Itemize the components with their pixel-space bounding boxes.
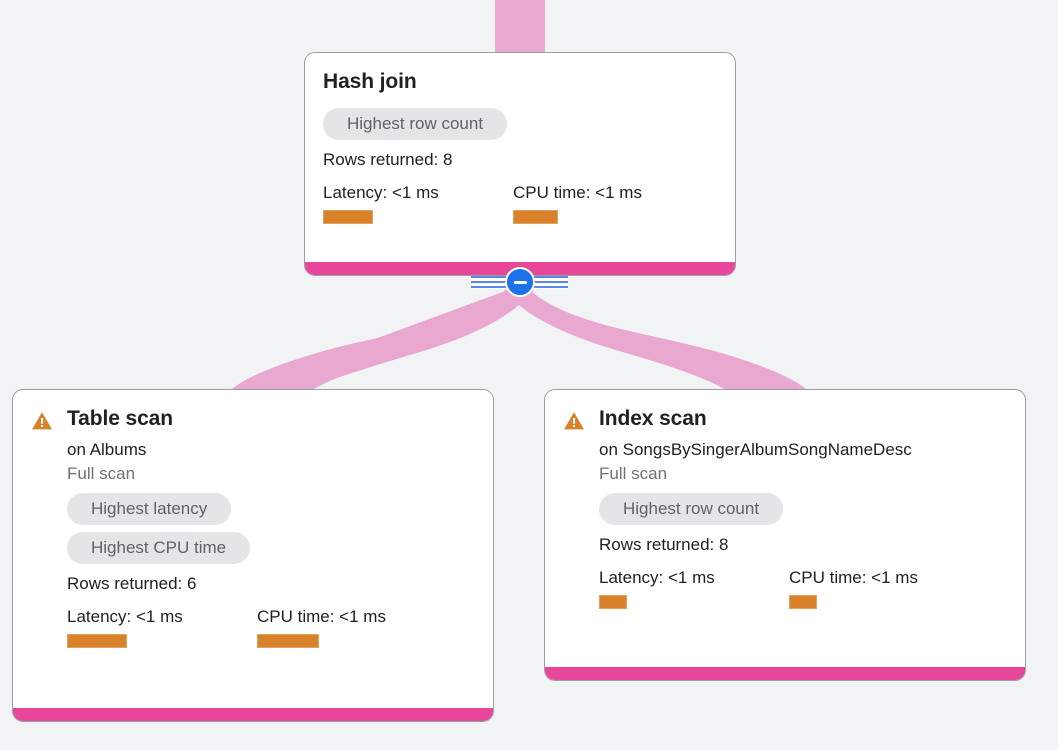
metric-cpu-time-bar bbox=[789, 595, 817, 609]
metric-latency: Latency: <1 ms bbox=[599, 567, 789, 609]
warning-triangle-icon bbox=[563, 411, 585, 431]
node-title: Index scan bbox=[599, 407, 707, 430]
metric-latency-bar bbox=[599, 595, 627, 609]
chip-highest-cpu-time[interactable]: Highest CPU time bbox=[67, 532, 251, 564]
node-title: Hash join bbox=[323, 70, 417, 93]
metric-cpu-time: CPU time: <1 ms bbox=[789, 567, 918, 609]
edge-hashjoin-to-tablescan-ribbon bbox=[233, 286, 528, 393]
metric-cpu-time-bar bbox=[257, 634, 319, 648]
node-scan-type: Full scan bbox=[599, 464, 668, 483]
plan-node-index-scan[interactable]: Index scan on SongsBySingerAlbumSongName… bbox=[544, 389, 1026, 681]
metric-latency-label: Latency: <1 ms bbox=[323, 183, 439, 202]
node-chips: Highest latency bbox=[67, 486, 475, 525]
rows-returned: Rows returned: 6 bbox=[67, 574, 197, 593]
node-scan-type: Full scan bbox=[67, 464, 136, 483]
rows-returned: Rows returned: 8 bbox=[599, 535, 729, 554]
node-metrics: Latency: <1 ms CPU time: <1 ms bbox=[323, 182, 717, 224]
node-header: Index scan bbox=[563, 406, 1007, 432]
node-header: Table scan bbox=[31, 406, 475, 432]
metric-cpu-time: CPU time: <1 ms bbox=[513, 182, 642, 224]
node-header: Hash join bbox=[323, 69, 717, 95]
edge-root-stub bbox=[495, 0, 545, 54]
metric-latency-bar bbox=[323, 210, 373, 224]
metric-latency-bar bbox=[67, 634, 127, 648]
node-content: on SongsBySingerAlbumSongNameDesc Full s… bbox=[563, 438, 1007, 609]
node-accent-bar bbox=[13, 708, 493, 721]
node-chips: Highest row count bbox=[323, 101, 717, 140]
metric-cpu-time-label: CPU time: <1 ms bbox=[257, 607, 386, 626]
metric-cpu-time-label: CPU time: <1 ms bbox=[789, 568, 918, 587]
node-body: Hash join Highest row count Rows returne… bbox=[305, 53, 735, 262]
node-chips: Highest CPU time bbox=[67, 525, 475, 564]
node-body: Table scan on Albums Full scan Highest l… bbox=[13, 390, 493, 708]
edge-right-ribbon bbox=[504, 287, 809, 393]
node-metrics: Latency: <1 ms CPU time: <1 ms bbox=[599, 567, 1007, 609]
node-chips: Highest row count bbox=[599, 486, 1007, 525]
node-title: Table scan bbox=[67, 407, 173, 430]
node-content: on Albums Full scan Highest latency High… bbox=[31, 438, 475, 648]
metric-cpu-time-bar bbox=[513, 210, 558, 224]
node-content: Highest row count Rows returned: 8 Laten… bbox=[323, 101, 717, 224]
edge-hashjoin-tablescan-fill bbox=[229, 287, 530, 393]
metric-cpu-time: CPU time: <1 ms bbox=[257, 606, 386, 648]
metric-latency: Latency: <1 ms bbox=[67, 606, 257, 648]
node-subtitle: on Albums bbox=[67, 440, 147, 459]
node-body: Index scan on SongsBySingerAlbumSongName… bbox=[545, 390, 1025, 667]
chip-highest-row-count[interactable]: Highest row count bbox=[599, 493, 784, 525]
chip-highest-row-count[interactable]: Highest row count bbox=[323, 108, 508, 140]
metric-latency-label: Latency: <1 ms bbox=[599, 568, 715, 587]
chip-highest-latency[interactable]: Highest latency bbox=[67, 493, 232, 525]
minus-circle-icon bbox=[513, 280, 527, 284]
edge-hashjoin-to-tablescan bbox=[231, 286, 519, 392]
metric-latency: Latency: <1 ms bbox=[323, 182, 513, 224]
warning-triangle-icon bbox=[31, 411, 53, 431]
node-subtitle: on SongsBySingerAlbumSongNameDesc bbox=[599, 440, 912, 459]
plan-node-table-scan[interactable]: Table scan on Albums Full scan Highest l… bbox=[12, 389, 494, 722]
node-metrics: Latency: <1 ms CPU time: <1 ms bbox=[67, 606, 475, 648]
edge-left-ribbon bbox=[229, 287, 534, 393]
metric-latency-label: Latency: <1 ms bbox=[67, 607, 183, 626]
collapse-children-toggle[interactable] bbox=[505, 267, 535, 297]
node-accent-bar bbox=[545, 667, 1025, 680]
metric-cpu-time-label: CPU time: <1 ms bbox=[513, 183, 642, 202]
rows-returned: Rows returned: 8 bbox=[323, 150, 453, 169]
plan-node-hash-join[interactable]: Hash join Highest row count Rows returne… bbox=[304, 52, 736, 276]
